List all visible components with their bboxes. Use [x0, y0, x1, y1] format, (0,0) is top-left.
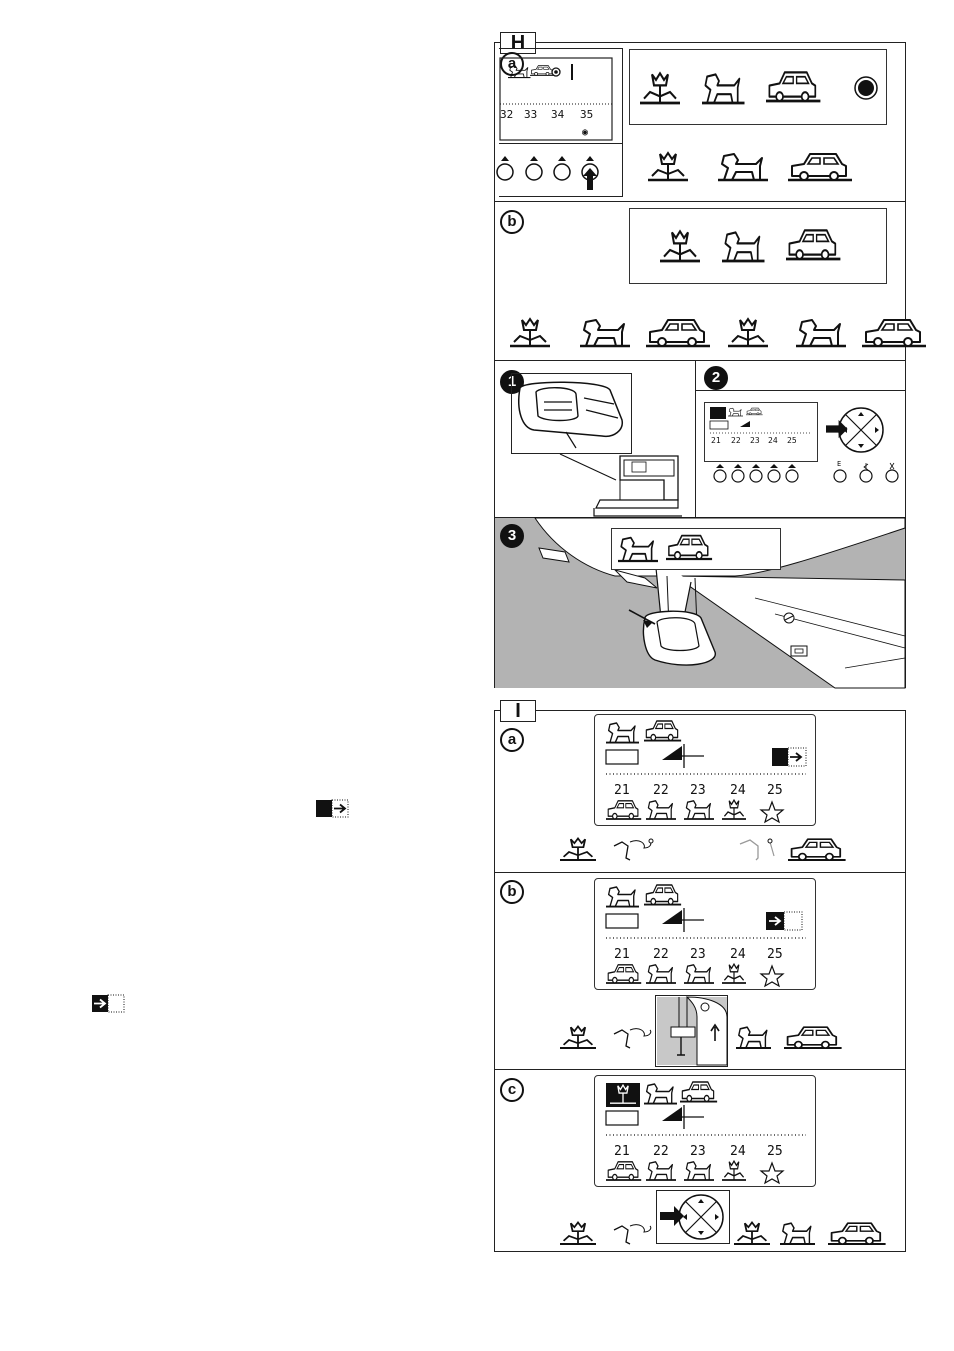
i-b-sewn-right [736, 1024, 846, 1054]
h-2-num-25: 25 [787, 436, 797, 445]
i-b-num-22: 22 [653, 947, 669, 962]
presser-foot-icon [657, 997, 727, 1065]
h-a-buttons[interactable] [498, 148, 622, 196]
arrow-right-icon [826, 420, 856, 442]
h-2-lcd-contents [708, 405, 816, 461]
i-b-num-21: 21 [614, 947, 630, 962]
badge-h-2: 2 [704, 366, 728, 390]
h-b-sewn-result [510, 316, 906, 356]
i-c-num-22: 22 [653, 1144, 669, 1159]
h-a-large-lcd-motifs [640, 70, 880, 110]
h-2-num-23: 23 [750, 436, 760, 445]
h-a-num-33: 33 [524, 108, 537, 121]
i-c-sewn-left [560, 1220, 660, 1250]
arrow-right-icon [660, 1206, 690, 1228]
h-2-num-21: 21 [711, 436, 721, 445]
h-2-num-24: 24 [768, 436, 778, 445]
i-b-sewn-left [560, 1024, 660, 1054]
svg-text:◉: ◉ [582, 127, 588, 138]
badge-i-a: a [500, 728, 524, 752]
i-a-sewn-result [560, 836, 850, 866]
i-a-num-24: 24 [730, 783, 746, 798]
i-b-num-25: 25 [767, 947, 783, 962]
i-c-stitch-row [606, 1159, 806, 1183]
i-b-num-23: 23 [690, 947, 706, 962]
h-3-lcd-motifs [618, 534, 738, 564]
h-a-small-lcd: ◉ [500, 58, 620, 142]
i-a-stitch-row [606, 798, 806, 822]
i-c-num-24: 24 [730, 1144, 746, 1159]
i-a-lcd-top [606, 720, 816, 780]
badge-h-3: 3 [500, 524, 524, 548]
i-b-num-24: 24 [730, 947, 746, 962]
sewing-machine-icon [560, 452, 684, 518]
section-i-tag: I [500, 700, 536, 722]
h-a-num-35: 35 [580, 108, 593, 121]
i-a-num-21: 21 [614, 783, 630, 798]
h-a-num-32: 32 [500, 108, 513, 121]
i-a-num-25: 25 [767, 783, 783, 798]
i-c-num-23: 23 [690, 1144, 706, 1159]
h-a-sewn-result [648, 150, 878, 190]
i-a-num-23: 23 [690, 783, 706, 798]
inline-continue-symbol-icon [92, 995, 126, 1013]
h-2-num-22: 22 [731, 436, 741, 445]
i-c-num-25: 25 [767, 1144, 783, 1159]
h-b-lcd-motifs [660, 228, 860, 268]
i-c-sewn-right [734, 1220, 890, 1250]
h-2-button-label-e: E [837, 460, 841, 468]
i-b-stitch-row [606, 962, 806, 986]
i-a-num-22: 22 [653, 783, 669, 798]
inline-stop-symbol-icon [316, 800, 350, 818]
h-a-num-34: 34 [551, 108, 564, 121]
i-c-num-21: 21 [614, 1144, 630, 1159]
presser-foot-icon [514, 380, 630, 450]
badge-i-c: c [500, 1078, 524, 1102]
h-2-buttons[interactable] [712, 462, 902, 484]
i-c-lcd-top [606, 1081, 816, 1141]
badge-i-b: b [500, 880, 524, 904]
badge-h-b: b [500, 210, 524, 234]
i-b-lcd-top [606, 884, 816, 944]
